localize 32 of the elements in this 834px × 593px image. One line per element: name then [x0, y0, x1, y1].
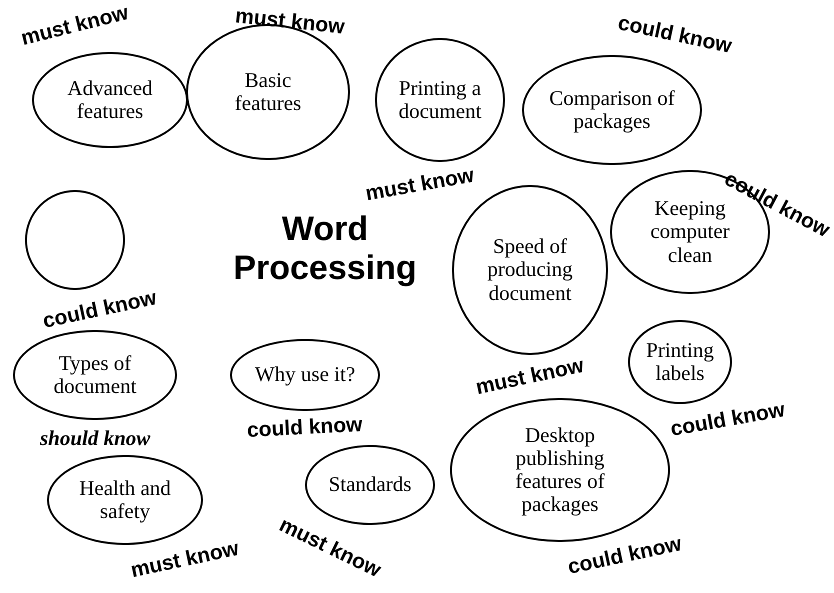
topic-bubble [25, 190, 125, 290]
priority-label: must know [18, 1, 131, 51]
topic-label: Health and safety [78, 476, 172, 524]
priority-label: must know [474, 354, 586, 400]
topic-label: Keeping computer clean [649, 197, 730, 267]
priority-label: should know [40, 426, 150, 450]
topic-label: Types of document [52, 352, 138, 398]
topic-bubble [522, 55, 702, 165]
topic-label: Basic features [234, 68, 302, 116]
priority-label: could know [246, 413, 364, 443]
priority-label: could know [566, 532, 684, 580]
priority-label: must know [364, 164, 476, 206]
topic-label: Why use it? [254, 363, 356, 387]
topic-bubble [47, 455, 203, 545]
priority-label: must know [275, 513, 384, 583]
topic-label: Comparison of packages [548, 86, 676, 134]
priority-label: could know [616, 11, 734, 59]
priority-label: could know [40, 286, 159, 334]
topic-bubble [375, 38, 505, 162]
topic-bubble [230, 339, 380, 411]
priority-label: could know [668, 398, 787, 442]
topic-label: Printing labels [645, 338, 715, 386]
topic-label: Desktop publishing features of packages [514, 424, 606, 516]
topic-label: Printing a document [398, 76, 482, 124]
topic-label: Advanced features [66, 76, 154, 124]
priority-label: must know [128, 536, 241, 584]
diagram-title: Word Processing [232, 210, 418, 288]
topic-label: Speed of producing document [486, 235, 574, 305]
topic-bubble [32, 52, 188, 148]
topic-label: Standards [328, 473, 412, 497]
topic-bubble [628, 320, 732, 404]
topic-bubble [13, 330, 177, 420]
